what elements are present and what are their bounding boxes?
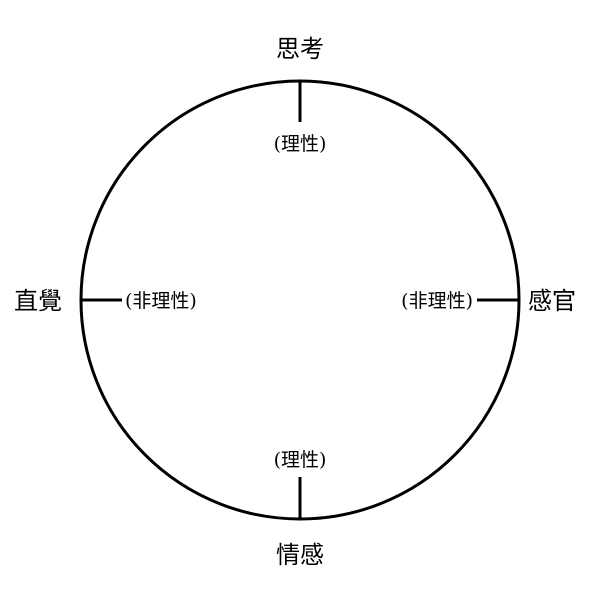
label-sensation: 感官 xyxy=(528,287,576,315)
label-thinking: 思考 xyxy=(276,35,324,63)
type-intuition: (非理性) xyxy=(125,290,197,312)
label-intuition: 直覺 xyxy=(14,287,62,315)
type-thinking: (理性) xyxy=(274,133,327,155)
type-sensation: (非理性) xyxy=(401,290,473,312)
type-feeling: (理性) xyxy=(274,449,327,471)
label-feeling: 情感 xyxy=(276,541,324,569)
